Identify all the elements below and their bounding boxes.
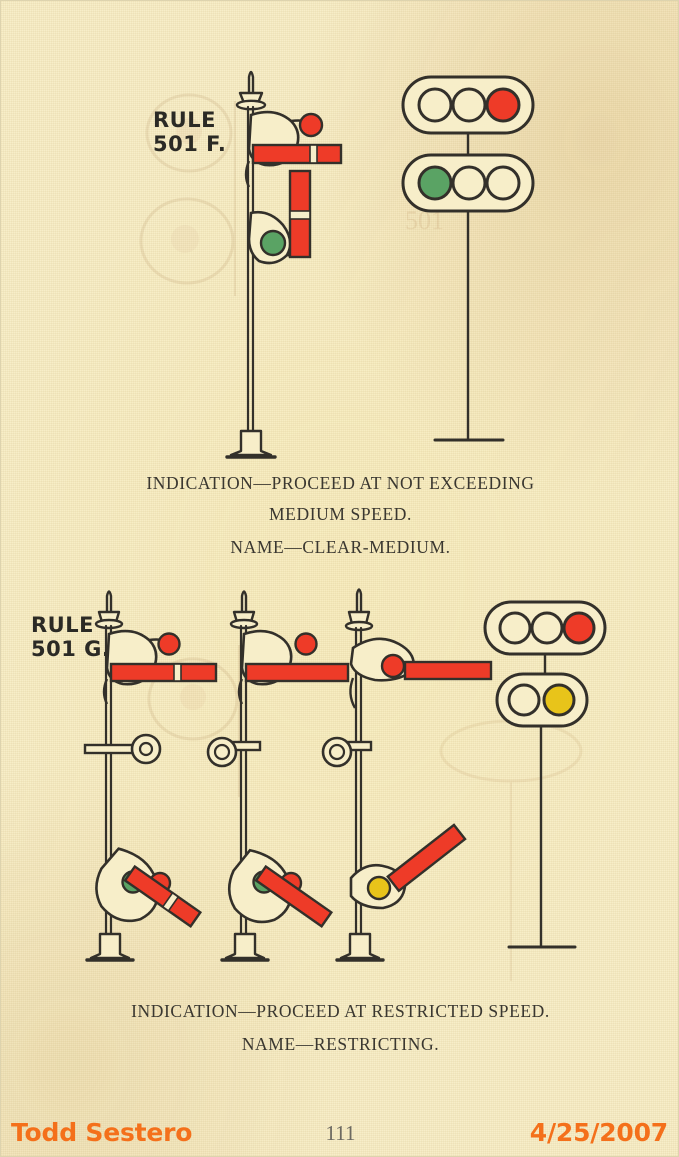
head1-lamp-2-unlit	[451, 87, 487, 123]
head2-lamp-3-unlit	[485, 165, 521, 201]
upper-spectacle-casting	[349, 637, 415, 682]
semaphore-restricting-2	[206, 590, 350, 962]
head1-lamp-2-unlit	[530, 611, 564, 645]
indication-text-501-f-line1: INDICATION—PROCEED AT NOT EXCEEDING	[146, 473, 535, 493]
ring-bracket	[321, 736, 373, 768]
semaphore-clear-medium	[225, 70, 343, 459]
lower-lamp-yellow	[366, 875, 392, 901]
ring-bracket	[206, 736, 262, 768]
color-light-restricting	[483, 600, 607, 949]
semaphore-restricting-3	[321, 588, 493, 962]
head2-lamp-2-unlit	[451, 165, 487, 201]
name-text-501-f: NAME—CLEAR-MEDIUM.	[230, 537, 451, 557]
rule-label-501-g: RULE 501 G.	[31, 613, 111, 661]
lower-semaphore-arm	[123, 864, 203, 928]
upper-lamp-red	[298, 112, 324, 138]
ring-bracket	[83, 733, 162, 765]
lower-semaphore-arm	[386, 823, 467, 893]
upper-semaphore-arm	[109, 662, 218, 683]
upper-semaphore-arm	[244, 662, 350, 683]
head2-lamp-1-unlit	[507, 683, 541, 717]
section-rule-501-g: RULE 501 G.	[1, 576, 678, 1076]
rule-label-501-f: RULE 501 F.	[153, 108, 227, 156]
page-footer: Todd Sestero 111 4/25/2007	[1, 1108, 678, 1156]
name-text-501-g: NAME—RESTRICTING.	[241, 1034, 440, 1054]
footer-date: 4/25/2007	[529, 1118, 668, 1147]
lower-semaphore-arm	[254, 864, 334, 928]
head1-lamp-1-unlit	[417, 87, 453, 123]
head2-lamp-2-yellow	[542, 683, 576, 717]
upper-semaphore-arm	[251, 143, 343, 165]
upper-lamp-red	[380, 653, 406, 679]
indication-text-501-f-line2: MEDIUM SPEED.	[269, 504, 412, 524]
upper-semaphore-arm	[403, 660, 493, 681]
semaphore-restricting-1	[83, 590, 218, 962]
section-rule-501-f: RULE 501 F.	[1, 1, 678, 571]
head1-lamp-3-red	[485, 87, 521, 123]
indication-text-501-g: INDICATION—PROCEED AT RESTRICTED SPEED.	[131, 1001, 550, 1021]
footer-contributor-name: Todd Sestero	[11, 1118, 193, 1147]
upper-lamp-red	[294, 632, 318, 656]
head1-lamp-3-red	[562, 611, 596, 645]
upper-lamp-red	[157, 632, 181, 656]
lower-semaphore-arm	[288, 169, 312, 259]
lower-spectacle-casting	[247, 210, 305, 265]
footer-page-number: 111	[325, 1121, 356, 1145]
head1-lamp-1-unlit	[498, 611, 532, 645]
head2-lamp-1-green	[417, 165, 453, 201]
color-light-clear-medium	[401, 75, 535, 442]
lower-lamp-green	[259, 229, 287, 257]
